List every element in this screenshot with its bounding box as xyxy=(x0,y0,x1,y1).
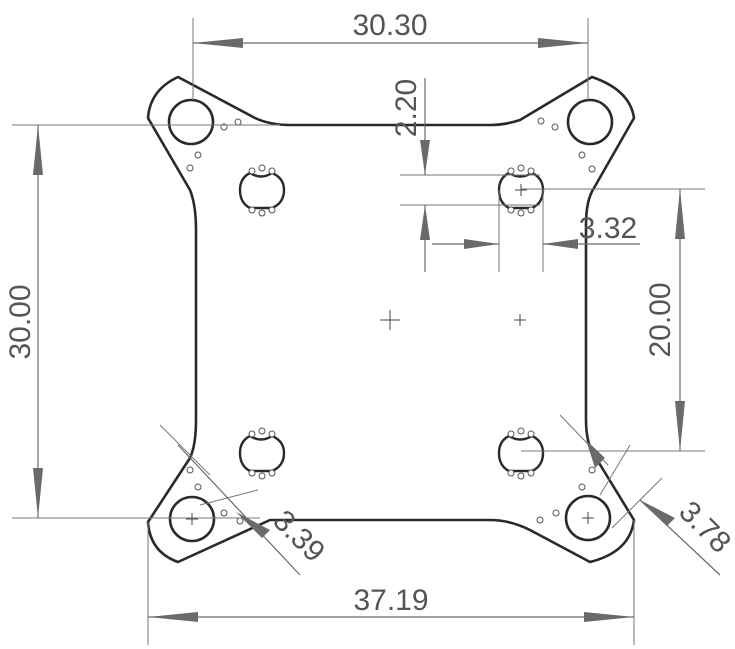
slot-bottom-left xyxy=(238,427,286,480)
bracket-outline xyxy=(146,75,636,564)
dim-label-bottom-width: 37.19 xyxy=(353,584,428,617)
mounting-hole-bottom-right xyxy=(564,494,612,542)
dim-label-slot-offset: 2.20 xyxy=(390,79,423,137)
dimension-right-height: 20.00 xyxy=(521,188,705,452)
mounting-hole-top-right xyxy=(566,98,614,146)
dimension-slot-offset: 2.20 xyxy=(390,78,540,272)
center-marks xyxy=(186,310,594,525)
dim-label-slot-width: 3.32 xyxy=(579,212,637,245)
slot-top-left xyxy=(238,164,286,217)
slot-top-right xyxy=(497,164,545,217)
dimension-top-width: 30.30 xyxy=(192,9,589,100)
dim-label-right-height: 20.00 xyxy=(644,282,677,357)
mounting-hole-bottom-left xyxy=(168,495,216,543)
dim-label-hole-left: 3.39 xyxy=(266,504,331,569)
detail-holes xyxy=(186,117,596,525)
dim-label-left-height: 30.00 xyxy=(4,284,37,359)
dimension-hole-left: 3.39 xyxy=(159,424,331,576)
dimension-bottom-width: 37.19 xyxy=(147,520,635,645)
slot-bottom-right xyxy=(497,427,545,480)
dim-label-hole-right: 3.78 xyxy=(672,495,735,560)
dim-label-top-width: 30.30 xyxy=(352,9,427,42)
dimension-slot-width: 3.32 xyxy=(432,190,640,272)
dimension-left-height: 30.00 xyxy=(4,124,280,519)
mounting-hole-top-left xyxy=(167,98,215,146)
